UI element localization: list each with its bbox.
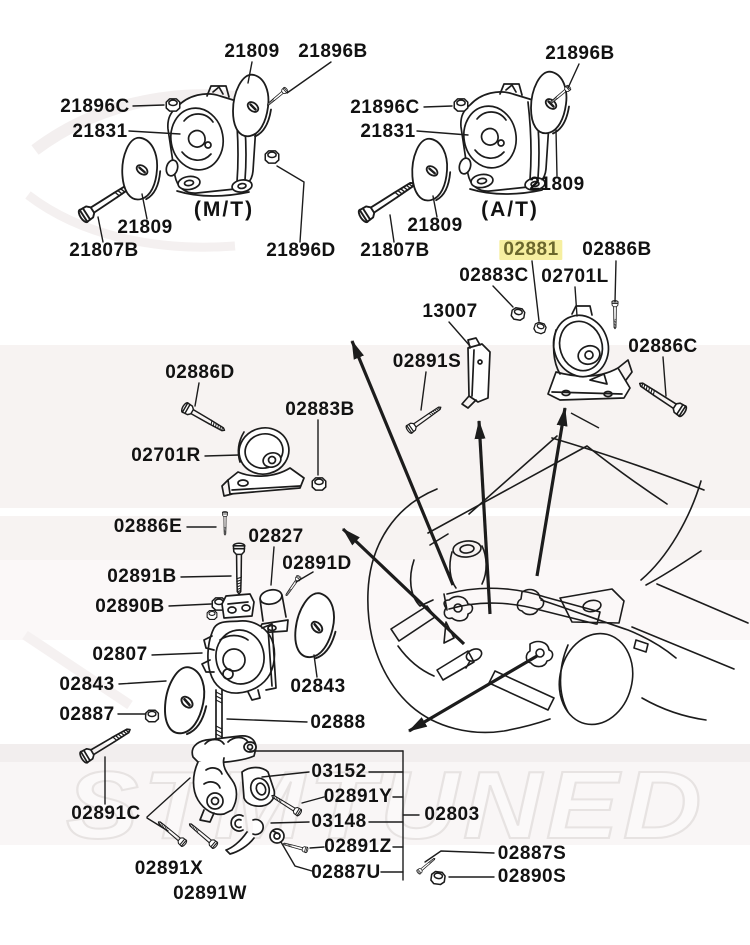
part-label-21896D[interactable]: 21896D	[266, 240, 336, 262]
watermark-background: STMTUNED	[0, 89, 750, 860]
part-label-02891W[interactable]: 02891W	[173, 883, 247, 905]
part-label-21807B[interactable]: 21807B	[69, 240, 139, 262]
part-label-21807B[interactable]: 21807B	[360, 240, 430, 262]
arrow-to-02701l	[535, 407, 568, 577]
location-arrows	[341, 340, 600, 733]
part-label-02886D[interactable]: 02886D	[165, 362, 235, 384]
washer-02887u-drawing	[269, 828, 285, 844]
bushing-03152-drawing	[241, 766, 276, 808]
part-label-21896C[interactable]: 21896C	[60, 96, 130, 118]
at-mount-drawing	[355, 70, 572, 225]
shield-21809-at-top	[529, 70, 571, 135]
part-label-02886E[interactable]: 02886E	[113, 516, 183, 538]
arrow-to-13007	[350, 340, 455, 586]
part-label-02843[interactable]: 02843	[59, 674, 115, 696]
part-label-21831[interactable]: 21831	[360, 121, 416, 143]
transmission-note-at: (A/T)	[481, 197, 539, 221]
part-label-02881[interactable]: 02881	[499, 240, 563, 260]
car-outline-drawing	[367, 435, 749, 734]
part-label-21809[interactable]: 21809	[407, 215, 463, 237]
nut-02883c	[509, 306, 527, 322]
part-label-02887S[interactable]: 02887S	[497, 843, 567, 865]
shield-21809-mt-top	[231, 73, 273, 138]
roll-stopper-group-drawing	[77, 542, 341, 765]
front-mount-group-drawing	[404, 300, 689, 435]
nut-02890s	[429, 870, 447, 886]
part-label-02888[interactable]: 02888	[310, 712, 366, 734]
part-label-02891S[interactable]: 02891S	[392, 351, 462, 373]
part-label-02890B[interactable]: 02890B	[95, 596, 165, 618]
part-label-21809[interactable]: 21809	[224, 41, 280, 63]
bracket-13007-drawing	[461, 337, 491, 409]
part-label-03148[interactable]: 03148	[311, 811, 367, 833]
watermark-text: STMTUNED	[66, 752, 706, 859]
part-label-02887U[interactable]: 02887U	[311, 862, 381, 884]
centermember-02803-drawing	[155, 735, 309, 855]
part-label-21831[interactable]: 21831	[72, 121, 128, 143]
part-label-02883B[interactable]: 02883B	[285, 399, 355, 421]
part-label-21809[interactable]: 21809	[117, 217, 173, 239]
nut-02881	[532, 320, 548, 336]
nut-02887	[144, 709, 160, 723]
nut-21896c-at	[453, 98, 469, 112]
part-label-02803[interactable]: 02803	[424, 804, 480, 826]
part-label-02701L[interactable]: 02701L	[541, 266, 609, 288]
part-label-02807[interactable]: 02807	[92, 644, 148, 666]
part-label-03152[interactable]: 03152	[311, 761, 367, 783]
part-label-21809[interactable]: 21809	[529, 174, 585, 196]
mount-02701l-drawing	[547, 305, 633, 401]
part-label-02827[interactable]: 02827	[248, 526, 304, 548]
shield-02843-left	[161, 664, 211, 737]
shield-21809-mt-left	[118, 135, 164, 202]
part-label-13007[interactable]: 13007	[422, 301, 478, 323]
part-label-21896B[interactable]: 21896B	[298, 41, 368, 63]
mount-02807-drawing	[201, 593, 277, 701]
part-label-02891Y[interactable]: 02891Y	[323, 786, 393, 808]
part-label-02891C[interactable]: 02891C	[71, 803, 141, 825]
mount-02701r-drawing	[221, 427, 305, 497]
part-label-02701R[interactable]: 02701R	[131, 445, 201, 467]
nut-21896c-mt	[165, 98, 181, 112]
part-label-02883C[interactable]: 02883C	[459, 265, 529, 287]
shield-21809-at-left	[408, 136, 454, 203]
stud-02888-drawing	[215, 689, 223, 743]
part-label-02891Z[interactable]: 02891Z	[324, 836, 392, 858]
arrow-to-02807	[341, 527, 466, 646]
part-label-02890S[interactable]: 02890S	[497, 866, 567, 888]
part-label-21896B[interactable]: 21896B	[545, 43, 615, 65]
nut-21896d	[264, 150, 280, 164]
part-label-21896C[interactable]: 21896C	[350, 97, 420, 119]
arrow-to-mount-center	[474, 420, 492, 615]
part-label-02843[interactable]: 02843	[290, 676, 346, 698]
part-label-02891D[interactable]: 02891D	[282, 553, 352, 575]
part-label-02887[interactable]: 02887	[59, 704, 115, 726]
leader-lines	[97, 61, 667, 881]
part-label-02886C[interactable]: 02886C	[628, 336, 698, 358]
arrow-to-02803	[408, 654, 538, 733]
bolt-02886b	[611, 300, 619, 330]
nut-02883b	[311, 477, 327, 491]
bushings-03148-drawing	[225, 814, 264, 855]
part-label-02886B[interactable]: 02886B	[582, 239, 652, 261]
transmission-note-mt: (M/T)	[193, 197, 255, 221]
part-label-02891B[interactable]: 02891B	[107, 566, 177, 588]
mt-mount-drawing	[75, 73, 289, 225]
part-label-02891X[interactable]: 02891X	[134, 858, 204, 880]
rear-mount-group-drawing	[179, 400, 327, 536]
group-bracket-02803	[249, 750, 420, 881]
